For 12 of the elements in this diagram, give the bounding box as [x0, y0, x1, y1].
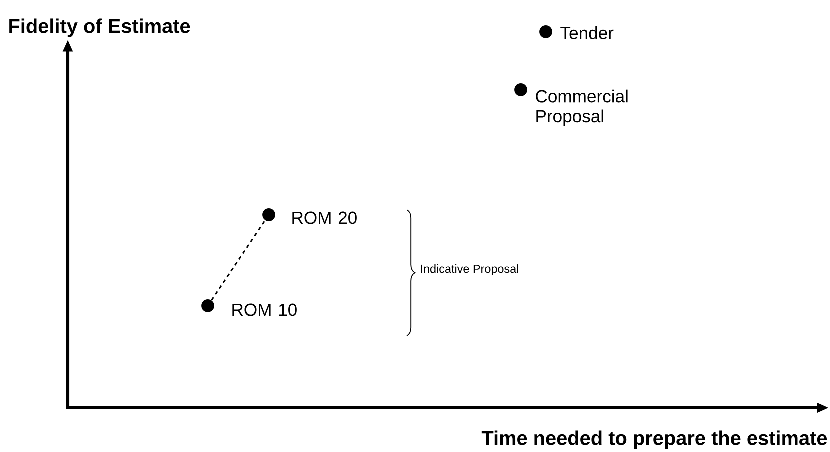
brace-label: Indicative Proposal — [421, 264, 518, 276]
dot — [262, 208, 276, 222]
point-label: Tender — [560, 26, 614, 40]
dot — [514, 84, 528, 96]
dot — [202, 300, 214, 312]
point-label: ROM 10 — [232, 304, 297, 316]
point-label: ROM 20 — [292, 212, 357, 224]
dashed-line — [211, 220, 266, 301]
axis-title: Fidelity of Estimate — [10, 18, 190, 38]
dot — [540, 26, 552, 38]
point-label: Commercial Proposal — [536, 90, 628, 126]
axis-title: Time needed to prepare the estimate — [482, 430, 828, 450]
